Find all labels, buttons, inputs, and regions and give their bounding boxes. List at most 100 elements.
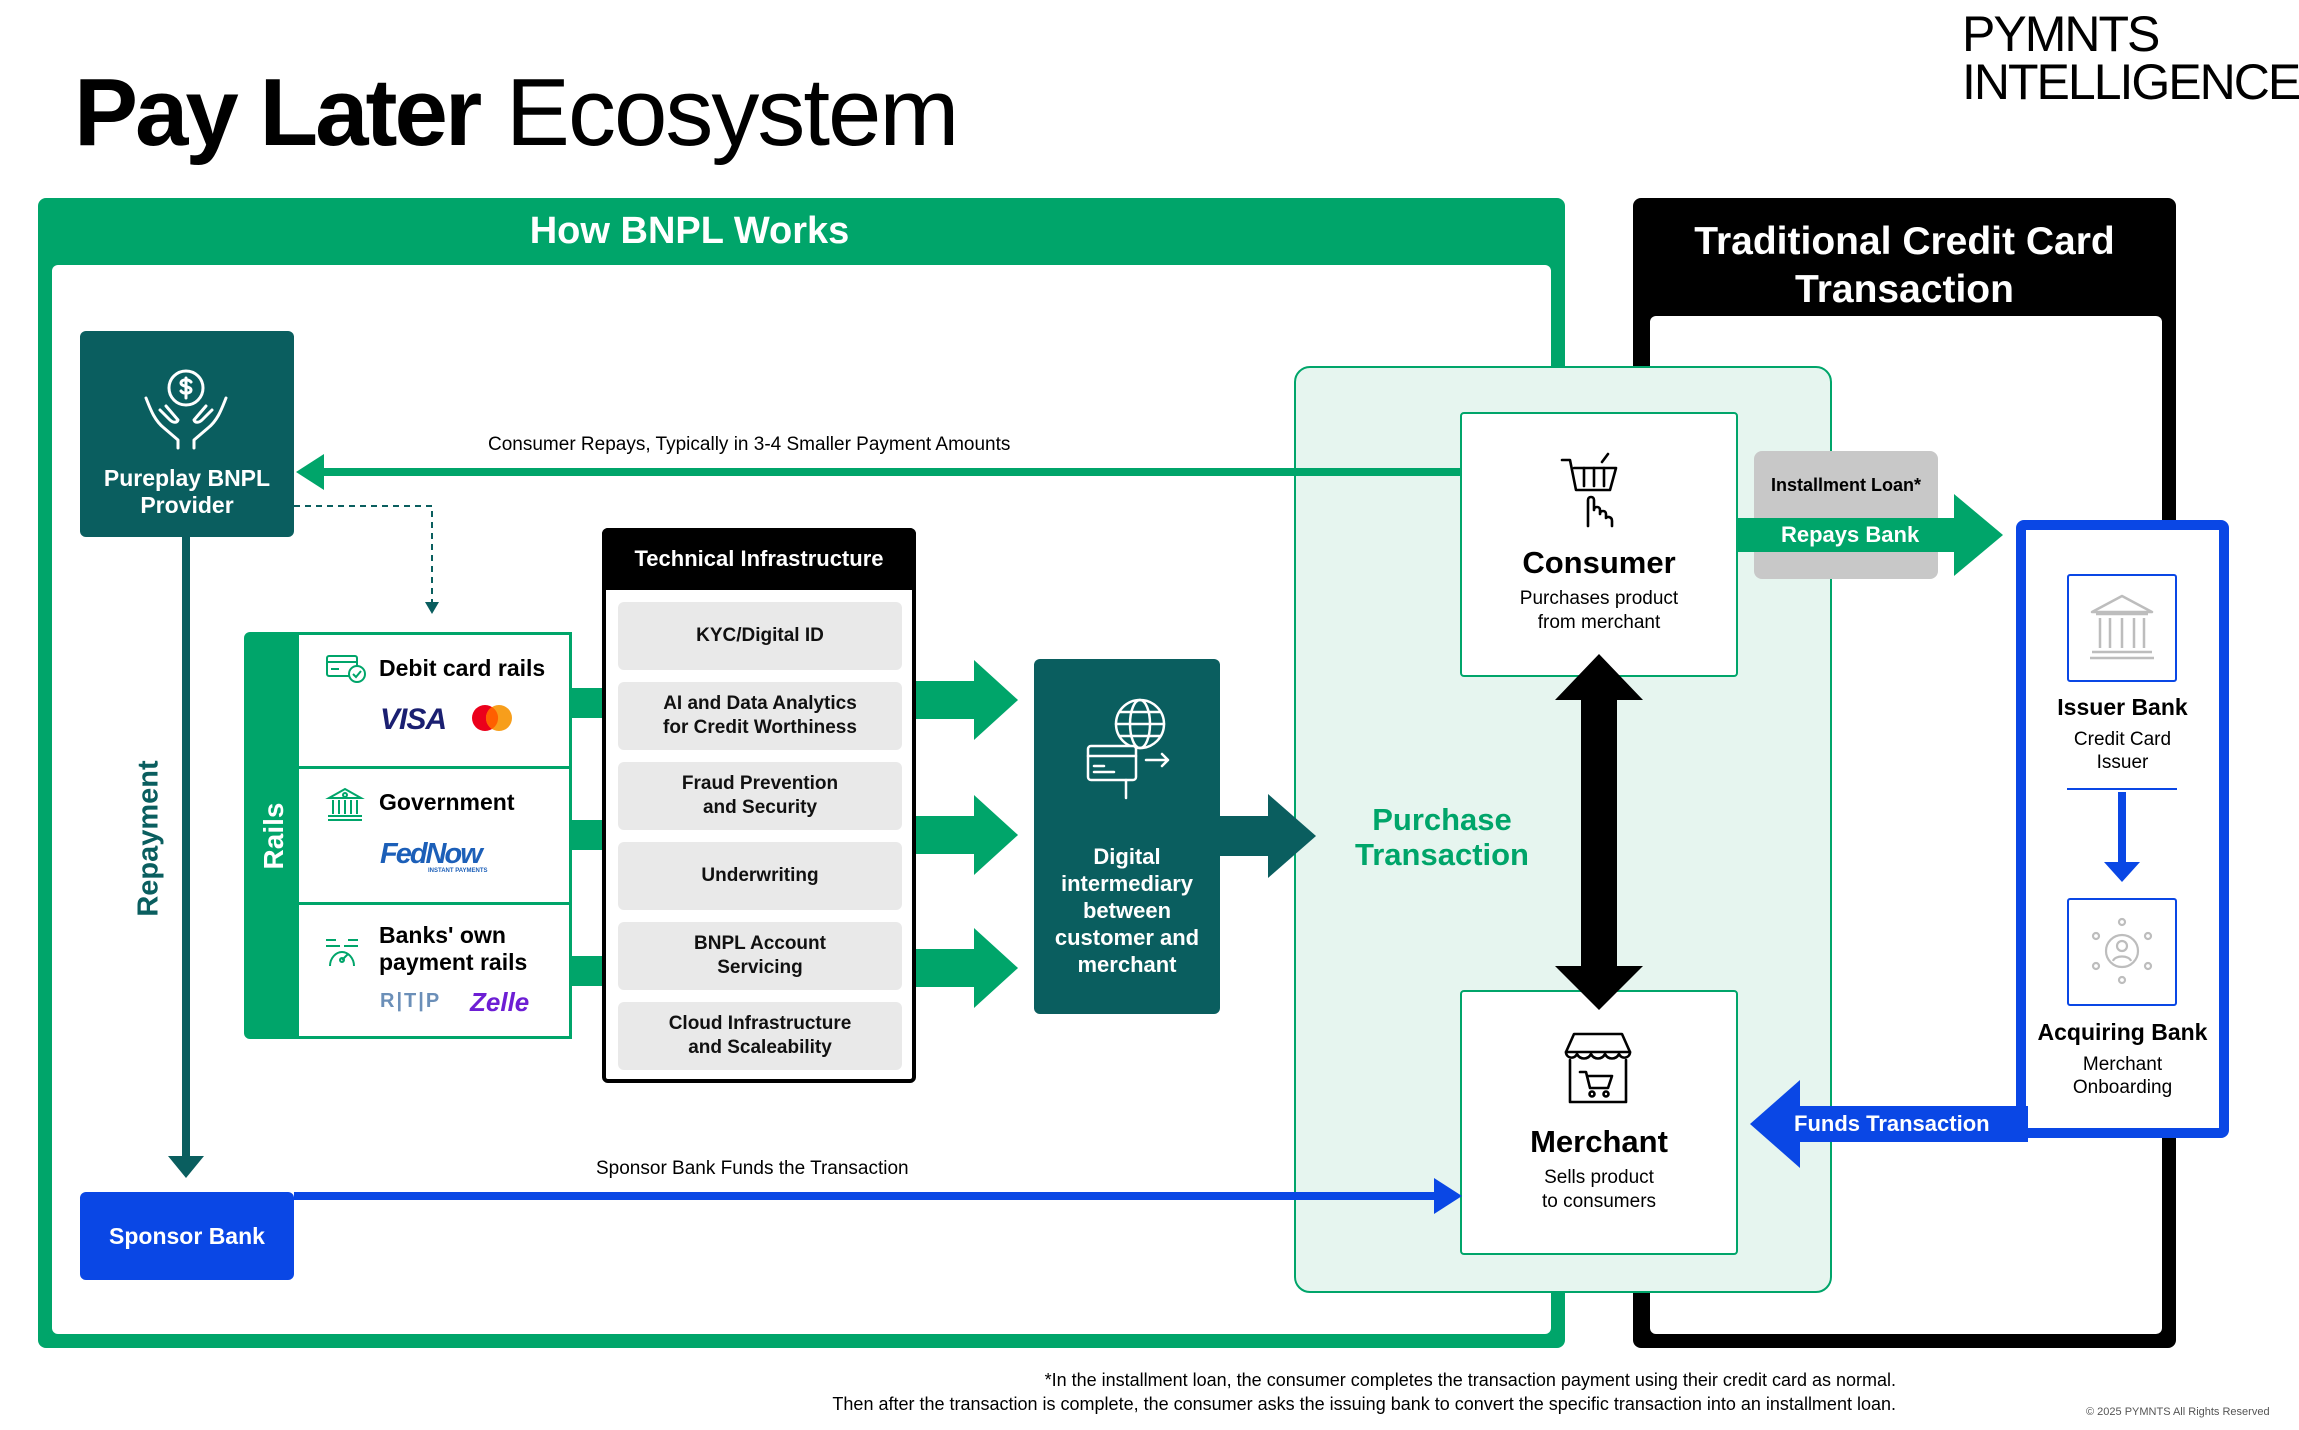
pureplay-to-rails-dashed: [294, 505, 433, 606]
infra-servicing-line1: BNPL Account: [694, 933, 826, 954]
title-bold: Pay Later: [74, 59, 482, 166]
sponsor-funds-arrow: [294, 1178, 1462, 1214]
shopping-cart-hand-icon: [1560, 452, 1618, 528]
merchant-sub1: Sells product: [1544, 1167, 1654, 1188]
consumer-sub2: from merchant: [1537, 612, 1661, 633]
issuer-sub2: Issuer: [2096, 752, 2149, 773]
rail-government-label: Government: [379, 789, 515, 815]
brand-logo: PYMNTS INTELLIGENCE: [1962, 6, 2299, 110]
merchant-sub: Sells product to consumers: [1460, 1166, 1738, 1214]
zelle-logo: Zelle: [470, 987, 530, 1017]
consumer-repays-label: Consumer Repays, Typically in 3-4 Smalle…: [488, 434, 1011, 455]
merchant-sub2: to consumers: [1541, 1191, 1657, 1212]
issuer-acquirer-arrow: [2104, 792, 2140, 882]
infra-cloud-line2: and Scaleability: [688, 1037, 832, 1058]
acquirer-title: Acquiring Bank: [2037, 1019, 2208, 1045]
purchase-label: Purchase Transaction: [1322, 802, 1562, 872]
repays-bank-arrow: [1738, 494, 2003, 576]
consumer-title: Consumer: [1522, 545, 1676, 580]
rails-divider-2: [299, 902, 572, 905]
mastercard-logo: [472, 705, 512, 731]
infra-to-digital-arrows: [916, 660, 1018, 1008]
digital-line5: merchant: [1077, 952, 1177, 977]
rail-banks-line1: Banks' own: [379, 922, 506, 948]
infra-item-cloud: Cloud Infrastructure and Scaleability: [618, 1002, 902, 1070]
infra-underwriting-line1: Underwriting: [701, 865, 819, 886]
consumer-repays-arrow: [296, 454, 1462, 490]
traditional-title-line2: Transaction: [1795, 268, 2014, 311]
storefront-icon: [1564, 1032, 1632, 1104]
bnpl-panel-title: How BNPL Works: [529, 210, 850, 252]
globe-card-icon: [1086, 698, 1170, 800]
traditional-panel-title: Traditional Credit Card Transaction: [1633, 218, 2176, 314]
government-building-icon: [325, 787, 365, 821]
rail-connector-3: [572, 956, 604, 986]
title-light: Ecosystem: [505, 59, 959, 166]
merchant-title: Merchant: [1530, 1124, 1668, 1159]
dashed-arrowhead: [425, 602, 439, 614]
rail-debit-label: Debit card rails: [379, 655, 546, 681]
footnote-line1: *In the installment loan, the consumer c…: [1044, 1370, 1896, 1390]
issuer-underline: [2067, 788, 2177, 790]
network-user-icon: [2091, 917, 2153, 985]
rails-container: [299, 632, 572, 1039]
rail-banks-line2: payment rails: [379, 949, 528, 975]
infra-title: Technical Infrastructure: [602, 528, 916, 590]
digital-line2: intermediary: [1060, 871, 1194, 896]
rail-banks-label: Banks' own payment rails: [379, 922, 527, 976]
issuer-sub1: Credit Card: [2073, 729, 2172, 750]
visa-logo: VISA: [380, 703, 447, 736]
copyright: © 2025 PYMNTS All Rights Reserved: [2086, 1406, 2270, 1418]
traditional-title-line1: Traditional Credit Card: [1694, 220, 2115, 263]
issuer-sub: Credit Card Issuer: [2026, 728, 2219, 774]
issuer-title: Issuer Bank: [2057, 694, 2188, 720]
footnote-line2: Then after the transaction is complete, …: [832, 1394, 1896, 1414]
installment-loan-box: [1754, 451, 1938, 579]
acquirer-sub2: Onboarding: [2072, 1077, 2173, 1098]
pureplay-label: Pureplay BNPL Provider: [80, 465, 294, 519]
rails-divider-1: [299, 766, 572, 769]
fednow-logo: FedNow: [380, 838, 483, 870]
infra-item-fraud: Fraud Prevention and Security: [618, 762, 902, 830]
consumer-sub1: Purchases product: [1519, 588, 1679, 609]
infra-servicing-line2: Servicing: [717, 957, 803, 978]
infra-fraud-line1: Fraud Prevention: [681, 773, 839, 794]
repayment-arrow: [168, 537, 204, 1178]
pureplay-bnpl-provider: [80, 331, 294, 537]
purchase-line1: Purchase: [1372, 802, 1512, 837]
infra-item-kyc: KYC/Digital ID: [618, 602, 902, 670]
rtp-logo: R|T|P: [380, 990, 442, 1012]
acquirer-sub: Merchant Onboarding: [2026, 1053, 2219, 1099]
digital-line3: between: [1082, 898, 1172, 923]
digital-intermediary: [1034, 659, 1220, 1014]
pureplay-line1: Pureplay BNPL: [103, 465, 271, 491]
infra-fraud-line2: and Security: [702, 797, 818, 818]
consumer-node: [1460, 412, 1738, 677]
page-title: Pay Later Ecosystem: [74, 58, 959, 168]
digital-line4: customer and: [1054, 925, 1200, 950]
purchase-line2: Transaction: [1355, 837, 1529, 872]
repays-bank-label: Repays Bank: [1781, 522, 1920, 547]
consumer-sub: Purchases product from merchant: [1460, 587, 1738, 635]
digital-to-purchase-arrow: [1220, 794, 1316, 878]
pureplay-line2: Provider: [140, 492, 234, 518]
card-check-icon: [326, 655, 366, 683]
infra-cloud-line1: Cloud Infrastructure: [668, 1013, 852, 1034]
infra-ai-line2: for Credit Worthiness: [663, 717, 857, 738]
funds-transaction-arrow: [1750, 1080, 2028, 1168]
rail-connector-2: [572, 820, 604, 850]
digital-intermediary-label: Digital intermediary between customer an…: [1034, 843, 1220, 978]
funds-transaction-label: Funds Transaction: [1794, 1111, 1990, 1136]
bank-icon: [2090, 594, 2154, 660]
installment-loan-label: Installment Loan*: [1770, 475, 1922, 495]
sponsor-funds-label: Sponsor Bank Funds the Transaction: [596, 1158, 909, 1179]
infra-kyc-line1: KYC/Digital ID: [696, 625, 824, 646]
money-hands-icon: [144, 369, 228, 450]
brand-line2: INTELLIGENCE: [1962, 54, 2299, 110]
consumer-merchant-arrow: [1555, 654, 1643, 1010]
brand-line1: PYMNTS: [1962, 6, 2160, 62]
rails-bar: [244, 632, 300, 1039]
acquirer-sub1: Merchant: [2082, 1054, 2163, 1075]
